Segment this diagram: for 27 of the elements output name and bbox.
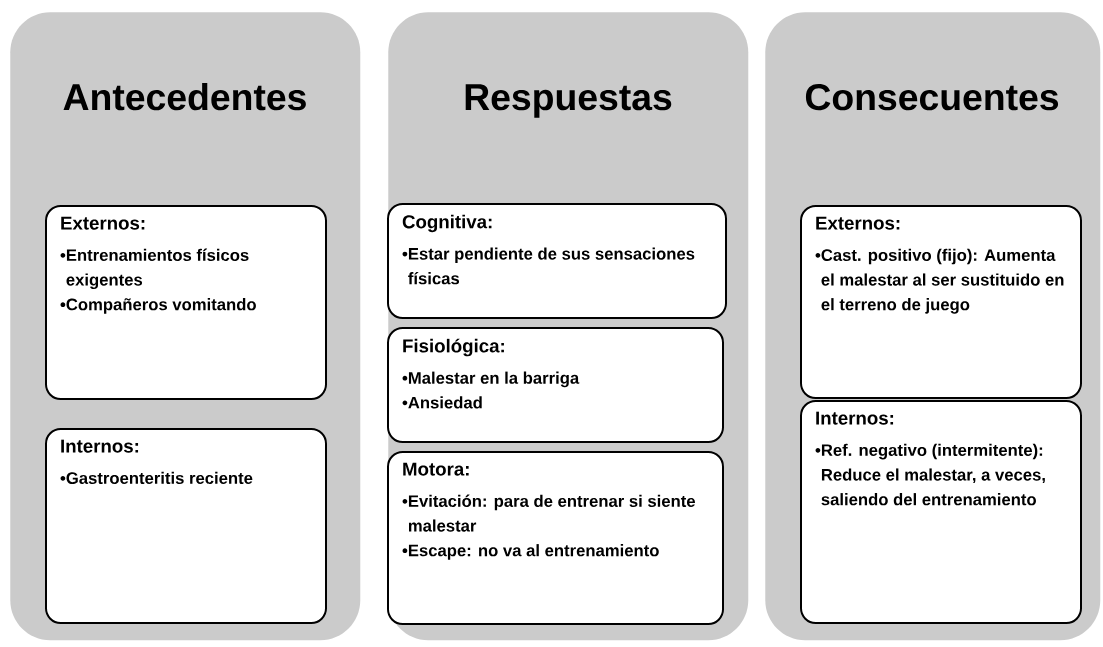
content-box [387,451,724,625]
content-box [800,205,1082,399]
box-heading: Cognitiva: [402,214,492,233]
bullet-item: •Escape: no va al entrenamiento [402,544,659,560]
bullet-item: •Entrenamientos físicos exigentes [60,248,249,290]
content-box [800,400,1082,624]
box-heading: Motora: [403,462,469,476]
box-heading: Fisiológica: [403,338,504,357]
bullet-item: •Compañeros vomitando [60,298,256,314]
column-title: Antecedentes [63,82,306,111]
box-heading: Internos: [61,439,139,453]
content-box [387,203,727,319]
column-title: Consecuentes [805,83,1059,111]
bullet-item: •Malestar en la barriga [402,371,580,388]
column-title: Respuestas [465,84,672,118]
box-heading: Externos: [816,216,900,230]
content-box [45,428,327,624]
bullet-item: •Ref. negativo (intermitente): Reduce el malestar, a veces, saliendo del entrenamiento [815,443,1045,506]
bullet-item: •Evitación: para de entrenar si siente malestar [402,494,695,532]
bullet-item: •Ansiedad [402,396,482,409]
bullet-item: •Gastroenteritis reciente [60,471,253,484]
bullet-item: •Cast. positivo (fijo): Aumenta el malestar al ser sustituido en el terreno de juego [815,248,1064,314]
content-box [387,327,724,443]
box-heading: Externos: [61,216,145,230]
content-box [45,205,327,400]
bullet-item: •Estar pendiente de sus sensaciones físicas [402,247,695,285]
box-heading: Internos: [816,411,894,425]
